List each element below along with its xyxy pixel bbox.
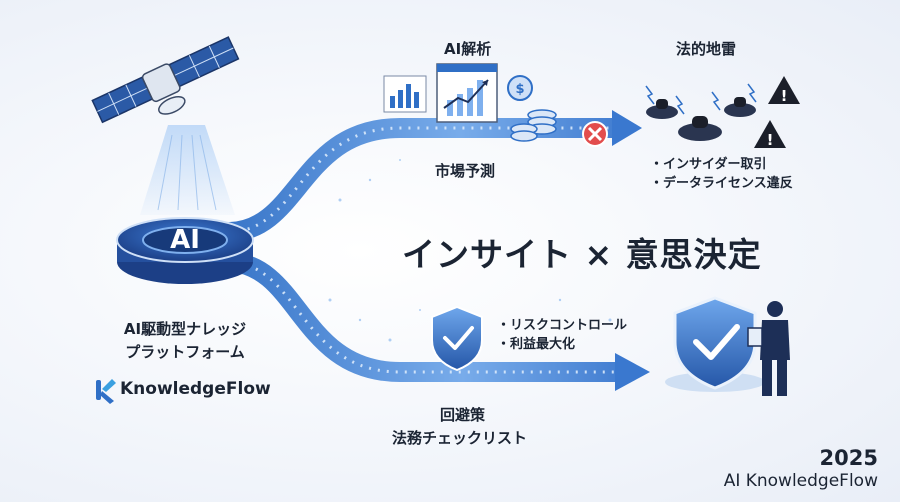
footer-year: 2025: [819, 446, 878, 470]
stop-x-icon: [582, 121, 608, 147]
label-legal-landmines: 法的地雷: [676, 40, 737, 58]
data-beam: [140, 125, 235, 215]
businessman-icon: [747, 301, 790, 396]
landmine-icon: [645, 83, 757, 141]
platform-line-1: AI駆動型ナレッジ: [123, 320, 247, 338]
label-ai-analysis: AI解析: [444, 40, 492, 58]
center-title: インサイト × 意思決定: [402, 235, 762, 274]
large-shield-icon: [665, 296, 765, 392]
bar-chart-icon: [383, 75, 427, 113]
platform-line-2: プラットフォーム: [125, 343, 245, 361]
coins-icon: $: [507, 75, 557, 142]
satellite-icon: [91, 36, 240, 124]
benefit-item: ・利益最大化: [497, 337, 576, 352]
shield-check-icon: [431, 305, 483, 372]
svg-text:$: $: [515, 82, 524, 97]
knowledgeflow-logo-icon: [96, 379, 116, 404]
bottom-arrow-head: [615, 353, 650, 391]
top-arrow-head: [612, 110, 642, 146]
top-flow-path: [220, 118, 625, 242]
trend-chart-icon: [436, 63, 498, 123]
label-avoidance: 回避策: [440, 406, 486, 424]
svg-text:!: !: [781, 87, 788, 105]
label-market-forecast: 市場予測: [435, 162, 496, 180]
benefit-item: ・リスクコントロール: [497, 318, 628, 333]
warning-icon: ! !: [754, 76, 800, 149]
risk-list: ・インサイダー取引 ・データライセンス違反: [650, 155, 793, 193]
label-legal-checklist: 法務チェックリスト: [392, 429, 528, 447]
ai-platform-base: [116, 217, 254, 284]
benefit-list: ・リスクコントロール ・利益最大化: [497, 316, 627, 354]
risk-item: ・インサイダー取引: [650, 157, 767, 172]
risk-item: ・データライセンス違反: [650, 176, 793, 191]
platform-caption: AI駆動型ナレッジ プラットフォーム: [110, 318, 260, 364]
svg-text:!: !: [767, 131, 774, 149]
brand-name: KnowledgeFlow: [120, 379, 271, 399]
ai-badge: AI: [170, 225, 200, 255]
footer-brand: AI KnowledgeFlow: [723, 471, 878, 491]
